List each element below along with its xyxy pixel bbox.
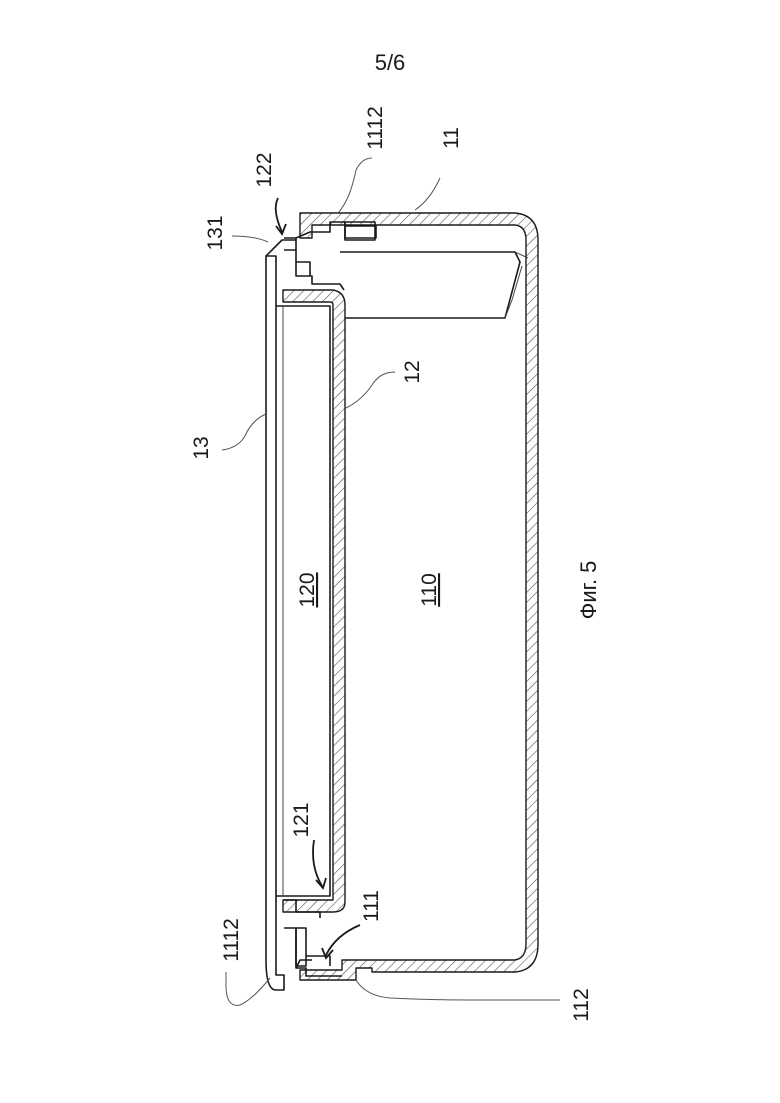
outer-container-shoulder — [340, 252, 520, 318]
lid-outer-wall — [266, 256, 284, 990]
upper-rim-detail — [284, 222, 376, 290]
label-13: 13 — [190, 436, 213, 459]
label-111: 111 — [360, 890, 383, 922]
label-11: 11 — [440, 127, 463, 149]
label-120: 120 — [296, 572, 319, 607]
label-1112-top: 1112 — [364, 106, 387, 150]
leader-lines — [222, 158, 560, 1005]
figure-caption: Фиг. 5 — [576, 561, 601, 620]
label-1112-bottom: 1112 — [220, 918, 243, 962]
label-110: 110 — [418, 573, 441, 606]
label-122: 122 — [253, 152, 276, 187]
label-121: 121 — [290, 802, 313, 837]
label-131: 131 — [204, 215, 227, 250]
page-number: 5/6 — [375, 50, 406, 75]
label-112: 112 — [570, 988, 593, 1021]
label-12: 12 — [401, 360, 424, 383]
